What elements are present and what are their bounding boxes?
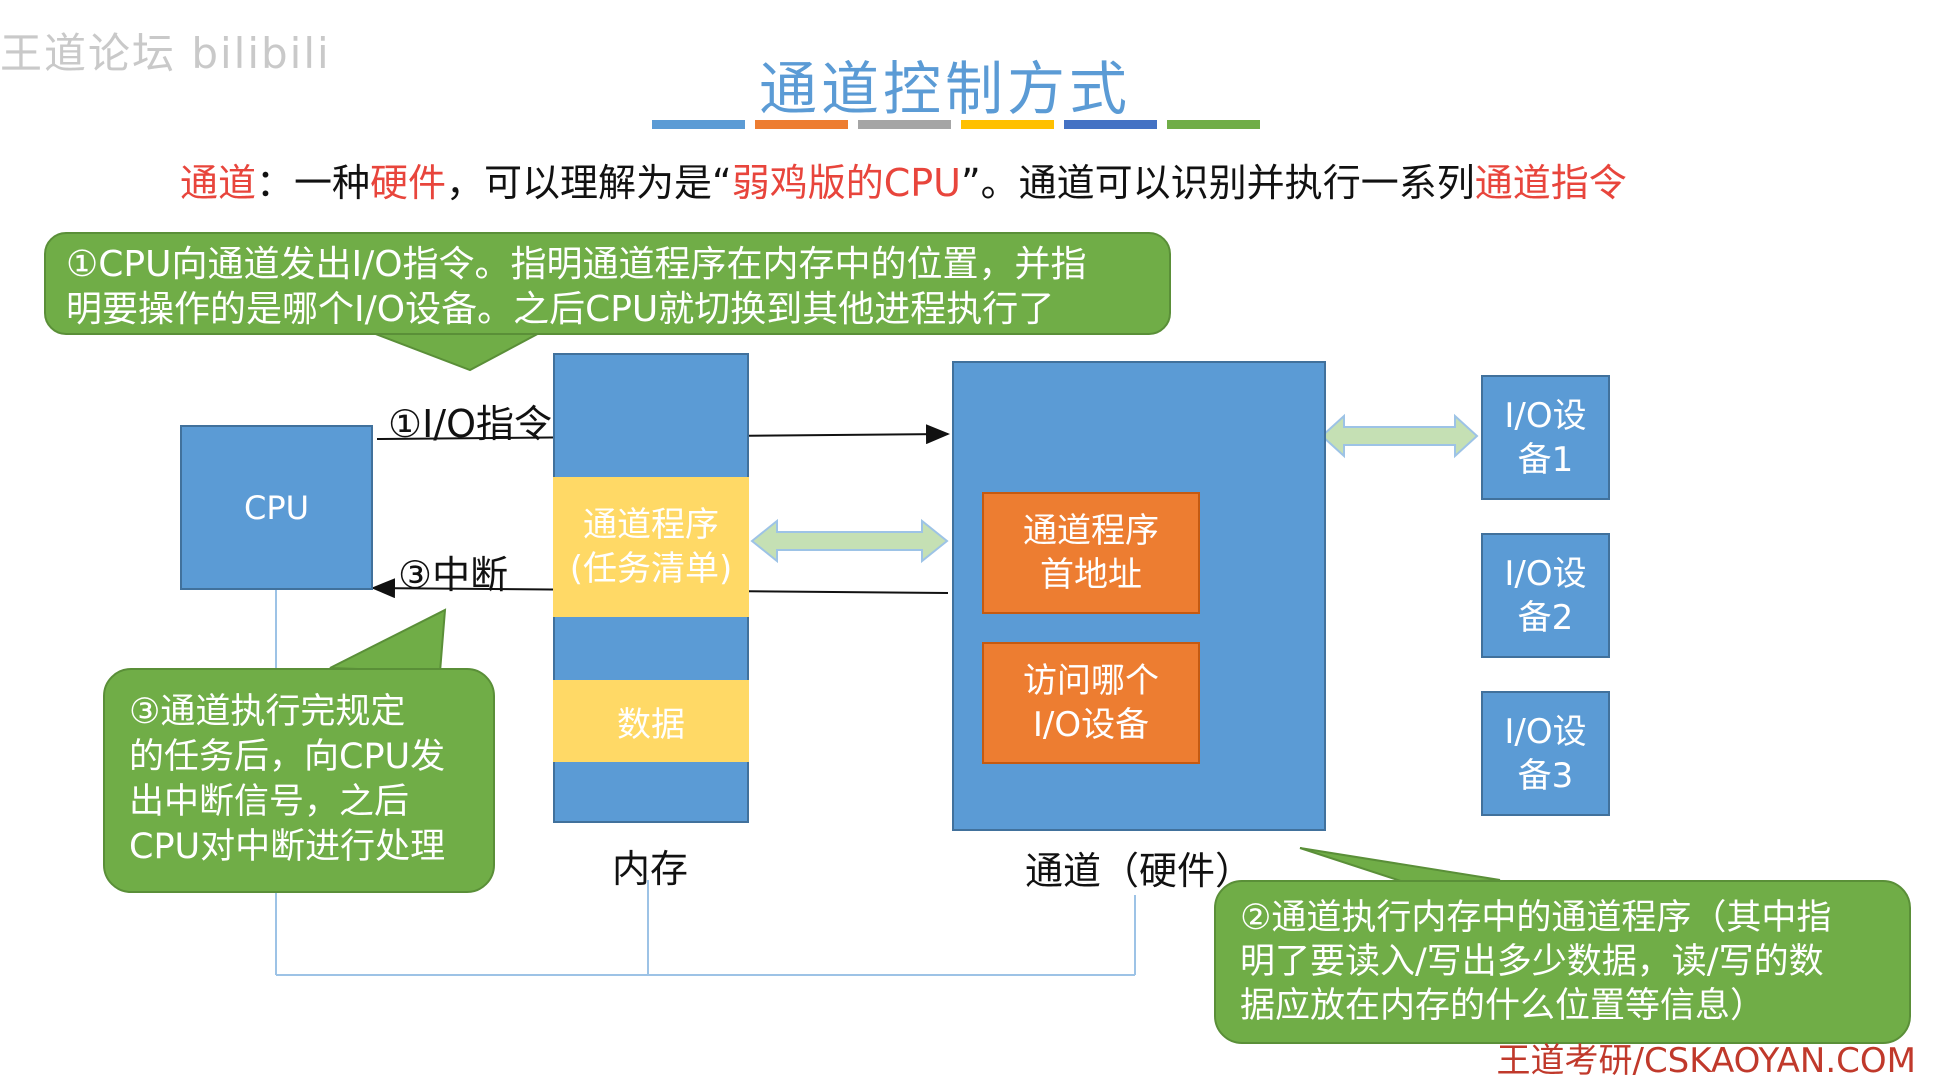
io-device-1: I/O设 备1 <box>1481 375 1610 500</box>
callout-step3: ③通道执行完规定 的任务后，向CPU发 出中断信号，之后 CPU对中断进行处理 <box>103 668 495 893</box>
callout-step2-line: 明了要读入/写出多少数据，读/写的数 <box>1240 942 1824 982</box>
io-device-2-line2: 备2 <box>1517 597 1574 638</box>
cpu-label: CPU <box>243 488 310 527</box>
callout-step3-line: ③通道执行完规定 <box>129 692 406 732</box>
callout-2-tail <box>1299 847 1501 886</box>
callout-step1: ①CPU向通道发出I/O指令。指明通道程序在内存中的位置，并指 明要操作的是哪个… <box>44 232 1171 335</box>
memory-data-label: 数据 <box>617 704 685 745</box>
intro-term-weak-cpu: 弱鸡版的CPU <box>731 161 961 205</box>
channel-program-address-line1: 通道程序 <box>1023 511 1159 551</box>
channel-program-address: 通道程序 首地址 <box>982 492 1200 614</box>
io-instruction-label: ①I/O指令 <box>388 402 552 446</box>
callout-step1-line1: ①CPU向通道发出I/O指令。指明通道程序在内存中的位置，并指 <box>66 244 1087 285</box>
color-bar-5 <box>1064 120 1157 129</box>
intro-part: ，可以理解为是“ <box>446 161 732 205</box>
cpu-box: CPU <box>180 425 373 590</box>
io-device-2: I/O设 备2 <box>1481 533 1610 658</box>
callout-3-tail <box>329 608 447 674</box>
color-bar-6 <box>1167 120 1260 129</box>
io-device-2-line1: I/O设 <box>1504 553 1587 594</box>
intro-part: ”。通道可以识别并执行一系列 <box>961 161 1475 205</box>
footer-brand: 王道考研/CSKAOYAN.COM <box>1496 1041 1916 1081</box>
interrupt-label: ③中断 <box>398 553 509 597</box>
color-bar-3 <box>858 120 951 129</box>
memory-channel-double-arrow <box>750 518 949 564</box>
io-device-3-line1: I/O设 <box>1504 711 1587 752</box>
intro-text: 通道：一种硬件，可以理解为是“弱鸡版的CPU”。通道可以识别并执行一系列通道指令 <box>180 152 1627 207</box>
memory-data: 数据 <box>553 680 749 762</box>
callout-step2-line: ②通道执行内存中的通道程序（其中指 <box>1240 898 1832 938</box>
io-device-3: I/O设 备3 <box>1481 691 1610 816</box>
watermark: 王道论坛 bilibili <box>0 29 331 78</box>
memory-label: 内存 <box>612 847 689 891</box>
channel-target-device-line2: I/O设备 <box>1032 705 1150 745</box>
channel-devices-double-arrow <box>1320 413 1479 459</box>
callout-step2-line: 据应放在内存的什么位置等信息） <box>1240 986 1766 1026</box>
io-device-1-line2: 备1 <box>1517 439 1574 480</box>
callout-step1-line2: 明要操作的是哪个I/O设备。之后CPU就切换到其他进程执行了 <box>66 289 1055 330</box>
callout-step3-line: CPU对中断进行处理 <box>129 827 446 867</box>
channel-label: 通道（硬件） <box>1025 849 1254 893</box>
channel-target-device-line1: 访问哪个 <box>1023 661 1159 701</box>
color-bar-1 <box>652 120 745 129</box>
callout-1-tail <box>364 329 546 372</box>
intro-term-hardware: 硬件 <box>370 161 447 205</box>
callout-step3-line: 的任务后，向CPU发 <box>129 737 446 777</box>
color-bar-4 <box>961 120 1054 129</box>
io-device-1-line1: I/O设 <box>1504 395 1587 436</box>
io-device-3-line2: 备3 <box>1517 755 1574 796</box>
page-title: 通道控制方式 <box>758 55 1131 123</box>
callout-step3-line: 出中断信号，之后 <box>129 782 410 822</box>
intro-term-channel-instructions: 通道指令 <box>1474 161 1627 205</box>
intro-term-channel: 通道 <box>180 161 257 205</box>
intro-part: ：一种 <box>256 161 371 205</box>
memory-channel-program: 通道程序 (任务清单) <box>553 477 749 617</box>
callout-step2: ②通道执行内存中的通道程序（其中指 明了要读入/写出多少数据，读/写的数 据应放… <box>1214 880 1911 1044</box>
memory-channel-program-line2: (任务清单) <box>569 549 733 589</box>
channel-program-address-line2: 首地址 <box>1040 555 1142 595</box>
channel-target-device: 访问哪个 I/O设备 <box>982 642 1200 764</box>
memory-channel-program-line1: 通道程序 <box>583 505 719 545</box>
color-bar-2 <box>755 120 848 129</box>
